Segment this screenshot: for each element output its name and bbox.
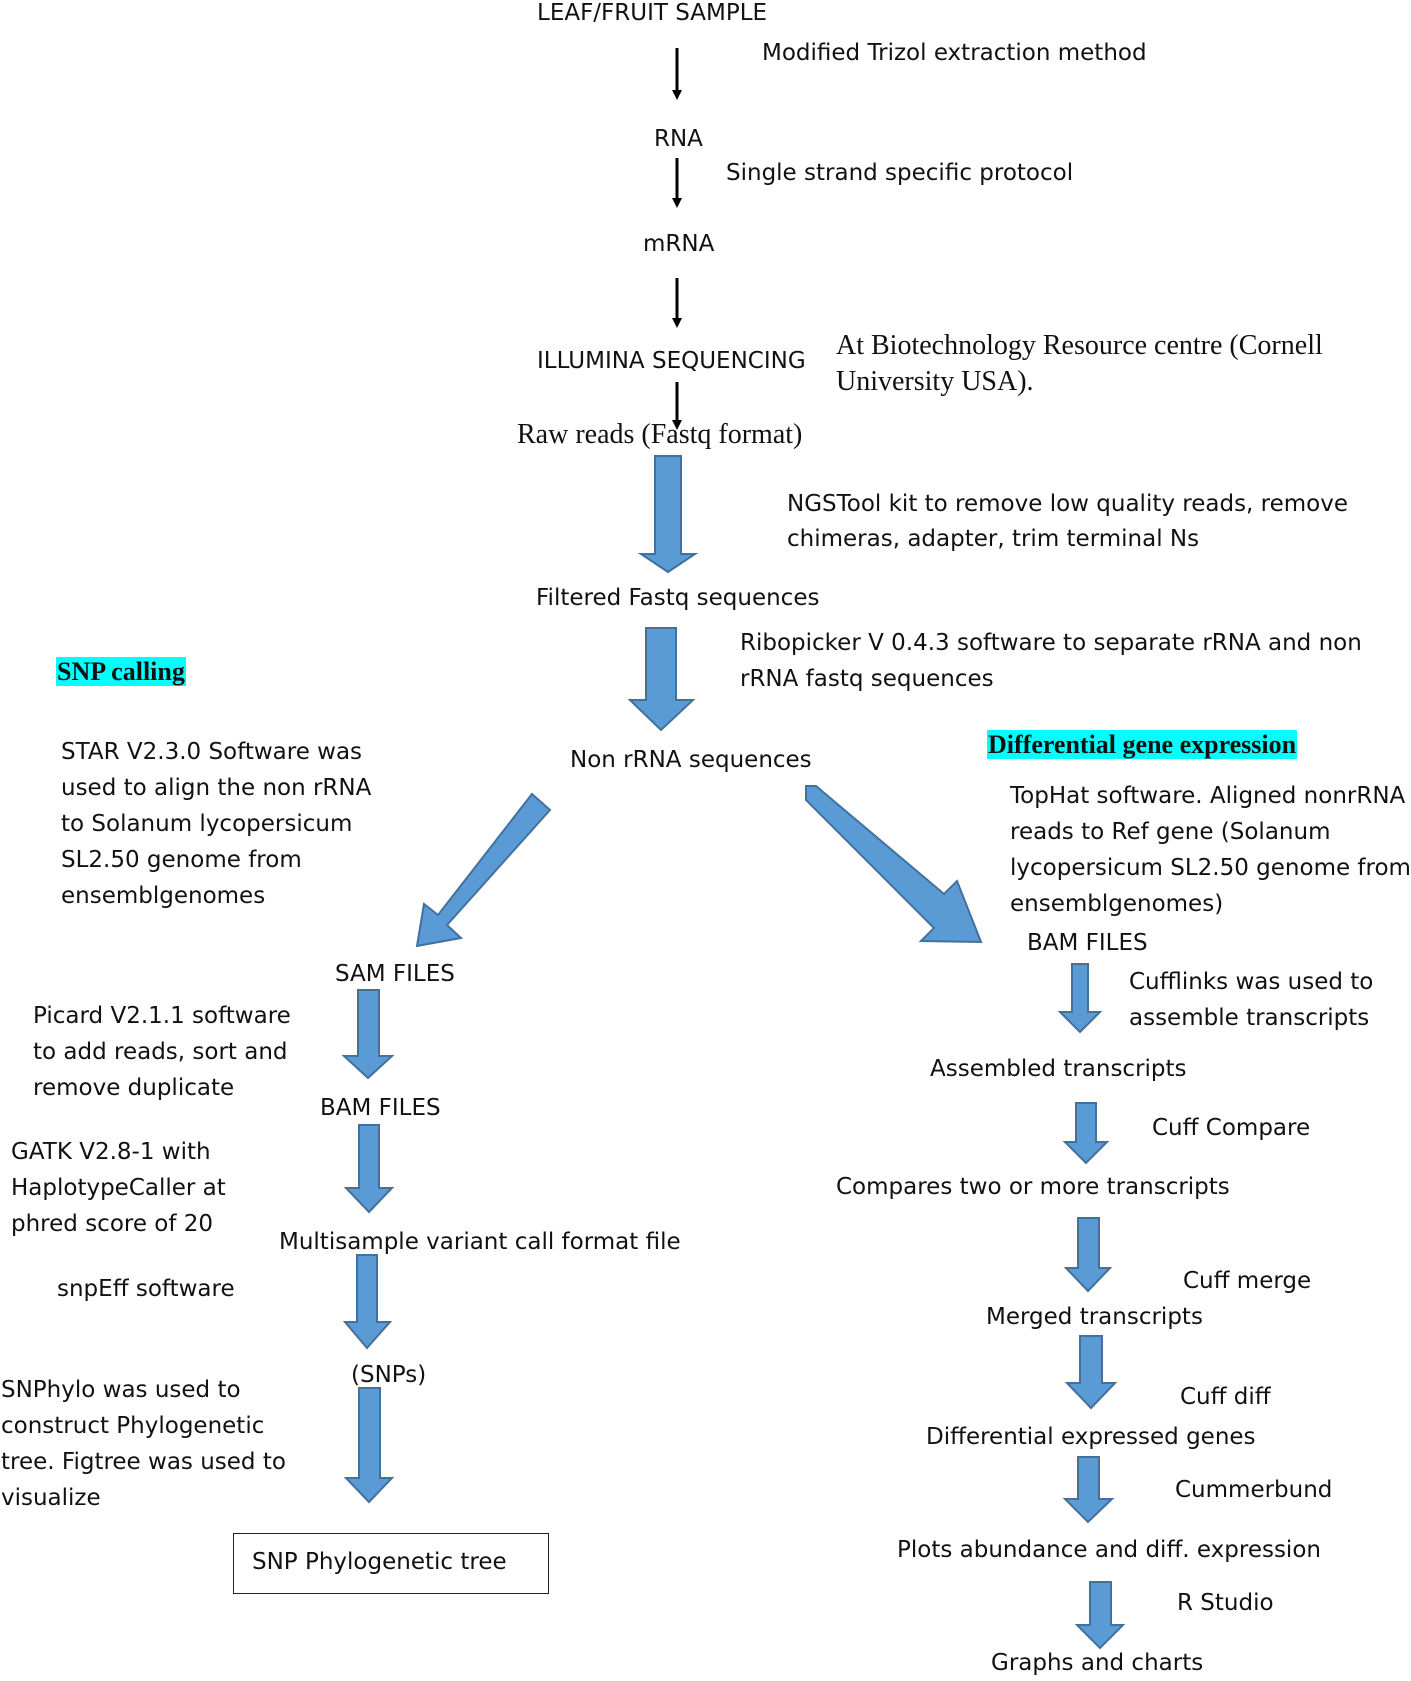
- cuffcompare-step: Cuff Compare: [1152, 1115, 1311, 1141]
- compares-label: Compares two or more transcripts: [836, 1174, 1230, 1200]
- star-step-line2: used to align the non rRNA: [61, 775, 372, 801]
- sam-files-label: SAM FILES: [335, 961, 455, 987]
- filtered-label: Filtered Fastq sequences: [536, 585, 820, 611]
- snp-calling-heading-text: SNP calling: [56, 657, 186, 686]
- assembled-label: Assembled transcripts: [930, 1056, 1187, 1082]
- gatk-step-line3: phred score of 20: [11, 1211, 214, 1237]
- tophat-step-line3: lycopersicum SL2.50 genome from: [1010, 855, 1411, 881]
- cummerbund-step: Cummerbund: [1175, 1477, 1333, 1503]
- vcf-label: Multisample variant call format file: [279, 1229, 681, 1255]
- snphylo-step-line2: construct Phylogenetic: [1, 1413, 265, 1439]
- result-box: [233, 1533, 549, 1594]
- star-step-line3: to Solanum lycopersicum: [61, 811, 353, 837]
- gatk-step-line1: GATK V2.8-1 with: [11, 1139, 211, 1165]
- mrna-label: mRNA: [643, 231, 715, 257]
- star-step-line4: SL2.50 genome from: [61, 847, 302, 873]
- cufflinks-step-line2: assemble transcripts: [1129, 1005, 1370, 1031]
- tophat-step-line1: TopHat software. Aligned nonrRNA: [1010, 783, 1406, 809]
- block-arrow-filtered-to-nonrrna: [627, 627, 696, 732]
- snphylo-step-line1: SNPhylo was used to: [1, 1377, 241, 1403]
- rstudio-step: R Studio: [1177, 1590, 1274, 1616]
- block-arrow-raw-to-filtered: [637, 455, 699, 574]
- cufflinks-step-line1: Cufflinks was used to: [1129, 969, 1374, 995]
- cuffdiff-step: Cuff diff: [1180, 1384, 1271, 1410]
- ribopicker-step-line1: Ribopicker V 0.4.3 software to separate …: [740, 630, 1362, 656]
- raw-reads-label: Raw reads (Fastq format): [517, 419, 803, 450]
- diff-genes-label: Differential expressed genes: [926, 1424, 1256, 1450]
- block-arrow-bam-to-vcf: [343, 1124, 395, 1214]
- block-arrow-merged-to-diffgenes: [1064, 1335, 1118, 1410]
- trizol-step: Modified Trizol extraction method: [762, 40, 1147, 66]
- block-arrow-compares-to-merged: [1063, 1217, 1113, 1293]
- tophat-step-line4: ensemblgenomes): [1010, 891, 1224, 917]
- block-arrow-bam-to-assembled: [1057, 963, 1103, 1034]
- block-arrows: [341, 455, 1126, 1650]
- block-arrow-vcf-to-snps: [342, 1254, 393, 1350]
- picard-step-line2: to add reads, sort and: [33, 1039, 288, 1065]
- dge-heading: Differential gene expression: [987, 729, 1298, 763]
- rna-label: RNA: [654, 126, 703, 152]
- picard-step-line3: remove duplicate: [33, 1075, 235, 1101]
- picard-step-line1: Picard V2.1.1 software: [33, 1003, 291, 1029]
- sequencing-site-line1: At Biotechnology Resource centre (Cornel…: [836, 330, 1323, 361]
- star-step-line1: STAR V2.3.0 Software was: [61, 739, 363, 765]
- ribopicker-step-line2: rRNA fastq sequences: [740, 666, 994, 692]
- merged-label: Merged transcripts: [986, 1304, 1203, 1330]
- plots-label: Plots abundance and diff. expression: [897, 1537, 1321, 1563]
- bam-files-right-label: BAM FILES: [1027, 930, 1148, 956]
- snp-calling-heading: SNP calling: [56, 656, 186, 690]
- phylogenetic-tree-result: SNP Phylogenetic tree: [252, 1549, 507, 1575]
- snphylo-step-line3: tree. Figtree was used to: [1, 1449, 286, 1475]
- dge-heading-text: Differential gene expression: [987, 730, 1298, 759]
- tophat-step-line2: reads to Ref gene (Solanum: [1010, 819, 1331, 845]
- block-arrow-sam-to-bam: [341, 989, 395, 1080]
- star-step-line5: ensemblgenomes: [61, 883, 266, 909]
- gatk-step-line2: HaplotypeCaller at: [11, 1175, 226, 1201]
- ngstool-step-line1: NGSTool kit to remove low quality reads,…: [787, 491, 1349, 517]
- strand-protocol-step: Single strand specific protocol: [726, 160, 1074, 186]
- sequencing-label: ILLUMINA SEQUENCING: [537, 348, 806, 374]
- ngstool-step-line2: chimeras, adapter, trim terminal Ns: [787, 526, 1200, 552]
- snpeff-step: snpEff software: [57, 1276, 235, 1302]
- snps-label: (SNPs): [351, 1362, 427, 1388]
- sample-label: LEAF/FRUIT SAMPLE: [537, 0, 768, 26]
- bam-files-left-label: BAM FILES: [320, 1095, 441, 1121]
- sequencing-site-line2: University USA).: [836, 366, 1034, 397]
- block-arrow-to-bam-right: [805, 785, 983, 944]
- block-arrow-snps-to-tree: [343, 1387, 395, 1504]
- block-arrow-to-sam: [415, 792, 552, 948]
- block-arrow-diffgenes-to-plots: [1062, 1456, 1115, 1524]
- non-rrna-label: Non rRNA sequences: [570, 747, 812, 773]
- graphs-label: Graphs and charts: [991, 1650, 1204, 1676]
- snphylo-step-line4: visualize: [1, 1485, 101, 1511]
- block-arrow-assembled-to-compares: [1062, 1102, 1110, 1165]
- cuffmerge-step: Cuff merge: [1183, 1268, 1312, 1294]
- block-arrow-plots-to-graphs: [1074, 1581, 1126, 1650]
